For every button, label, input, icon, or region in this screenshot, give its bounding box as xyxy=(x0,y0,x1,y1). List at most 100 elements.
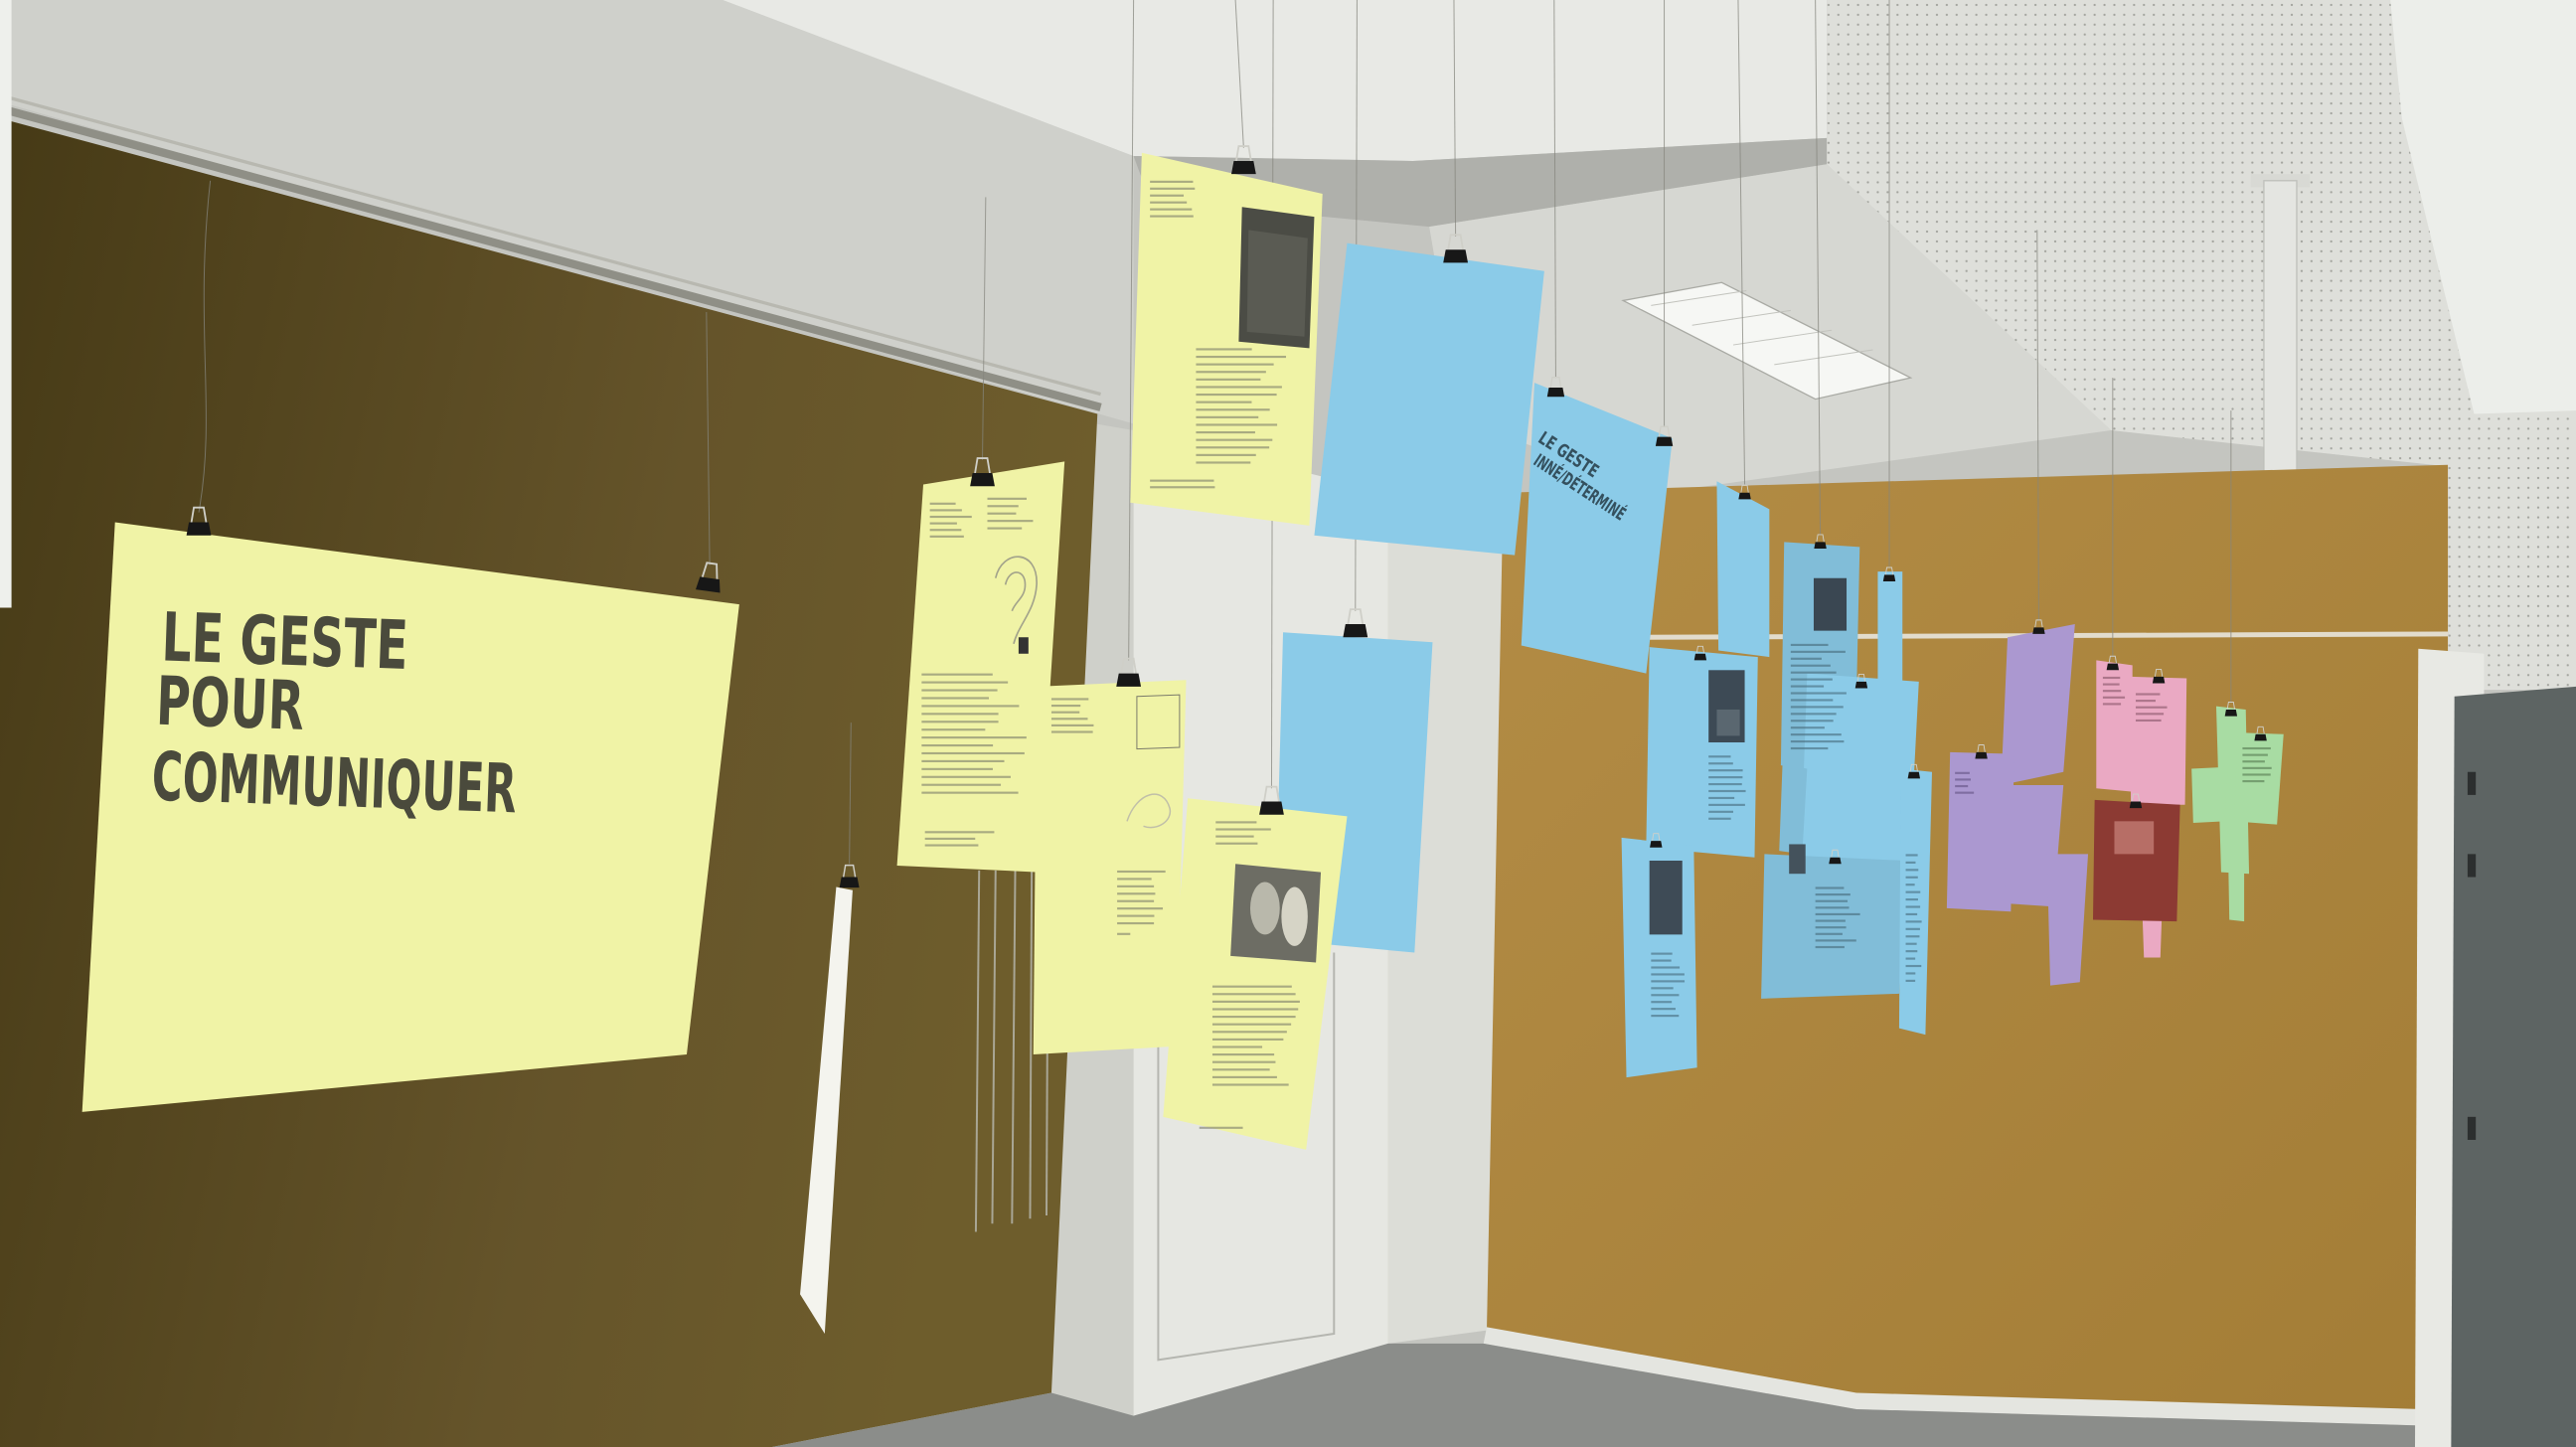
text-line xyxy=(1790,678,1833,681)
text-line xyxy=(2102,683,2120,686)
text-line xyxy=(1211,1060,1276,1063)
text-line xyxy=(2242,780,2265,783)
text-line xyxy=(1050,698,1089,701)
text-line xyxy=(1790,664,1831,667)
text-line xyxy=(1150,208,1193,211)
text-line xyxy=(921,681,1009,684)
text-line xyxy=(1815,912,1860,916)
text-line xyxy=(1196,393,1277,397)
text-line xyxy=(1211,1075,1277,1078)
text-line xyxy=(924,837,976,841)
text-line xyxy=(1651,994,1680,997)
text-line xyxy=(1211,1038,1284,1041)
text-line xyxy=(921,736,1027,739)
text-line xyxy=(1905,920,1922,923)
text-line xyxy=(1196,423,1278,426)
ceiling-slab-right xyxy=(2390,0,2576,414)
main-sign-title-line-2: POUR xyxy=(155,662,305,745)
text-line xyxy=(921,728,986,731)
text-line xyxy=(921,705,1020,708)
door xyxy=(2451,686,2576,1447)
text-line xyxy=(1196,438,1273,441)
text-line xyxy=(1905,884,1915,886)
text-line xyxy=(1196,430,1255,434)
text-line xyxy=(1905,979,1916,982)
text-line xyxy=(1790,713,1837,716)
text-line xyxy=(2242,760,2265,763)
text-line xyxy=(2135,706,2168,709)
text-line xyxy=(1905,964,1922,968)
ceiling-light-fixture xyxy=(1621,281,1913,401)
left-board-rail-edge xyxy=(0,93,1101,397)
text-line xyxy=(1211,1068,1270,1071)
pillar-door-panel xyxy=(1157,952,1336,1362)
text-line xyxy=(1815,919,1846,922)
text-line xyxy=(2242,746,2271,750)
text-line xyxy=(1905,861,1916,864)
blue-paper-top xyxy=(1314,242,1544,556)
text-line xyxy=(1117,870,1166,874)
green-paper xyxy=(2234,732,2284,825)
text-line xyxy=(1790,740,1845,743)
text-line xyxy=(1196,363,1274,366)
text-line xyxy=(987,527,1023,530)
text-line xyxy=(1117,914,1155,917)
text-line xyxy=(1150,215,1194,218)
pink-paper xyxy=(2096,660,2133,792)
text-line xyxy=(1199,1126,1243,1129)
text-line xyxy=(929,515,972,519)
text-line xyxy=(1790,692,1847,695)
text-line xyxy=(1117,932,1131,935)
text-line xyxy=(929,535,964,538)
text-line xyxy=(1955,771,1970,774)
text-line xyxy=(1215,828,1271,831)
text-line xyxy=(1651,952,1673,955)
text-line xyxy=(1211,1083,1289,1086)
text-line xyxy=(1790,746,1829,750)
text-line xyxy=(2242,766,2272,769)
text-line xyxy=(1150,194,1185,197)
paper-photo xyxy=(1813,577,1848,631)
text-line xyxy=(921,673,993,676)
purple-paper xyxy=(2001,624,2075,785)
text-line xyxy=(1651,1001,1673,1004)
paper-photo xyxy=(1649,860,1683,935)
text-line xyxy=(1790,733,1842,736)
text-line xyxy=(1117,878,1152,881)
text-line xyxy=(1651,1008,1676,1011)
text-line xyxy=(1651,980,1686,983)
text-line xyxy=(1708,769,1743,772)
text-line xyxy=(1815,899,1849,902)
text-line xyxy=(929,509,962,512)
text-line xyxy=(1790,685,1825,688)
text-line xyxy=(1196,461,1251,464)
text-line xyxy=(1905,905,1921,908)
left-board-rail xyxy=(0,104,1102,411)
text-line xyxy=(1196,446,1270,449)
ceiling-panel-white xyxy=(723,0,1828,161)
ear-drawing xyxy=(994,556,1038,645)
text-line xyxy=(1708,817,1731,820)
text-line xyxy=(1150,187,1196,190)
perforated-ceiling xyxy=(1827,0,2576,691)
text-line xyxy=(1815,932,1843,935)
text-line xyxy=(1211,1008,1299,1011)
text-line xyxy=(987,505,1019,508)
text-line xyxy=(921,783,1002,786)
text-line xyxy=(1215,842,1258,845)
text-line xyxy=(1708,776,1743,779)
text-line xyxy=(1117,907,1164,910)
text-line xyxy=(1117,899,1155,902)
text-line xyxy=(921,767,993,770)
text-line xyxy=(1708,803,1745,806)
text-line xyxy=(1905,876,1918,879)
text-line xyxy=(1651,966,1681,969)
text-line xyxy=(1211,1045,1263,1048)
text-line xyxy=(1815,945,1845,949)
paper-sketch xyxy=(1126,793,1172,829)
text-line xyxy=(1150,201,1188,204)
text-line xyxy=(1790,720,1834,723)
text-line xyxy=(921,721,999,724)
text-line xyxy=(1117,884,1155,887)
text-line xyxy=(924,831,995,834)
